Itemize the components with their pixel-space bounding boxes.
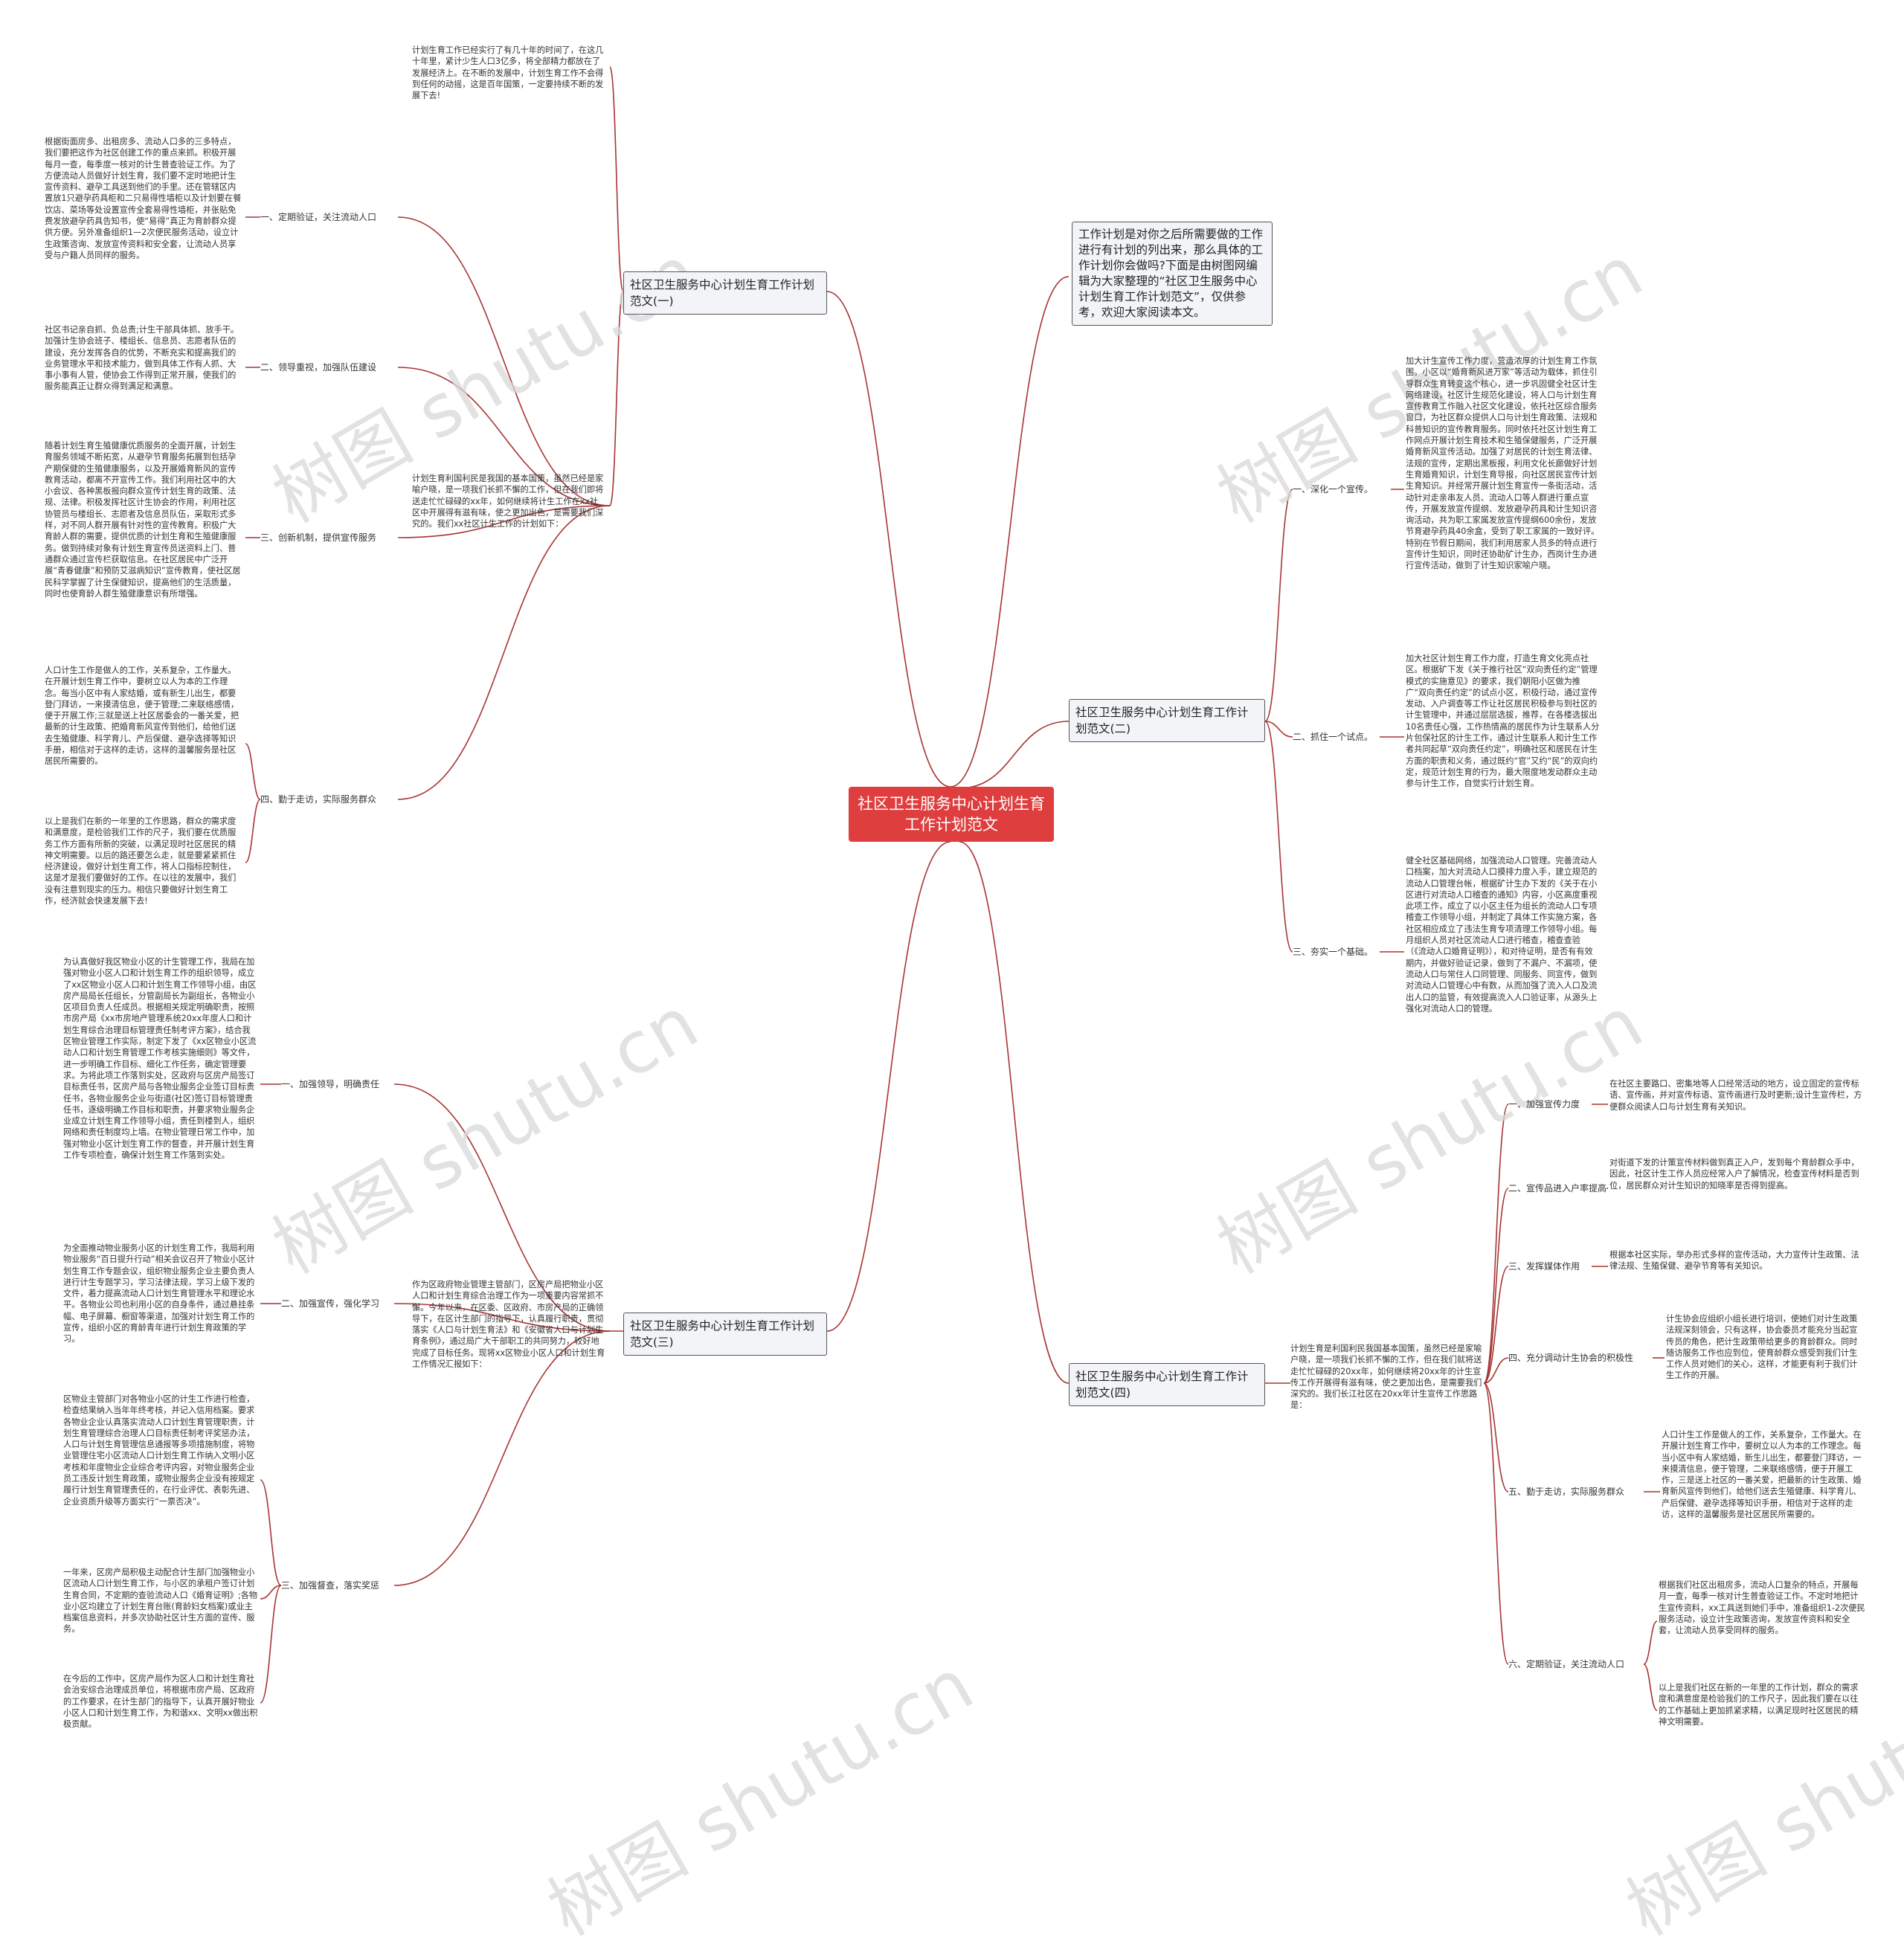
connector-root-branch-4 — [959, 841, 1070, 1384]
branch-2-item-3-label[interactable]: 三、夯实一个基础。 — [1293, 947, 1374, 957]
branch-1-item-2-label[interactable]: 二、领导重视，加强队伍建设 — [260, 362, 377, 373]
connector-branch-4-item-5 — [1483, 1382, 1509, 1492]
connector-branch-3-item-3-text-3 — [260, 1585, 282, 1704]
branch-4-item-5-label[interactable]: 五、勤于走访，实际服务群众 — [1508, 1487, 1625, 1497]
branch-1-item-4-label[interactable]: 四、勤于走访，实际服务群众 — [260, 794, 377, 805]
branch-4-item-6-text: 根据我们社区出租房多，流动人口复杂的特点，开展每月一查，每季一核对计生普查验证工… — [1659, 1580, 1865, 1636]
branch-4-item-5-text: 人口计生工作是做人的工作，关系复杂，工作量大。在开展计划生育工作中，要树立以人为… — [1662, 1430, 1862, 1520]
connector-branch-2-item-2 — [1264, 721, 1293, 738]
connector-branch-3-item-3-text-2 — [260, 1585, 282, 1600]
connector-branch-1-item-3 — [397, 505, 611, 538]
branch-2-item-1-label[interactable]: 一、深化一个宣传。 — [1293, 484, 1374, 495]
branch-4-item-2-label[interactable]: 二、宣传品进入户率提高 — [1508, 1183, 1607, 1194]
connector-branch-2-item-1 — [1264, 489, 1293, 722]
root-topic[interactable]: 社区卫生服务中心计划生育工作计划范文 — [849, 787, 1054, 842]
branch-3-lead-text: 作为区政府物业管理主管部门，区房产局把物业小区人口和计划生育综合治理工作为一项重… — [412, 1280, 605, 1370]
branch-4-lead-text: 计划生育是利国利民我国基本国策，虽然已经是家喻户晓，是一项我们长抓不懈的工作，但… — [1290, 1344, 1482, 1411]
connector-branch-4-item-6-text — [1643, 1620, 1658, 1665]
branch-4-item-4-text: 计生协会应组织小组长进行培训，使她们对计生政策法规深刻领会，只有这样，协会委员才… — [1666, 1314, 1858, 1381]
connector-branch-3-item-3 — [393, 1330, 611, 1586]
branch-2-item-2-text: 加大社区计划生育工作力度，打造生育文化亮点社区。根据矿下发《关于推行社区“双向责… — [1406, 654, 1600, 789]
branch-1-item-1-text: 根据街面房多、出租房多、流动人口多的三多特点，我们要把这作为社区创建工作的重点来… — [45, 137, 242, 260]
connector-branch-1-item-1 — [397, 216, 611, 506]
branch-2-item-1-text: 加大计生宣传工作力度，营造浓厚的计划生育工作氛围。小区以“婚育新风进万家”等活动… — [1406, 356, 1600, 571]
connector-branch-1-item-4-text-2 — [245, 799, 261, 863]
branch-1-item-4-text: 人口计生工作是做人的工作，关系复杂，工作量大。在开展计划生育工作中，要树立以人为… — [45, 666, 239, 767]
connector-branch-1-item-4-text — [245, 743, 261, 800]
connector-root-branch-3 — [826, 841, 951, 1332]
connector-branch-3-item-2 — [393, 1303, 611, 1332]
branch-1-top-text: 计划生育工作已经实行了有几十年的时间了，在这几十年里，紧计少生人口3亿多，将全部… — [412, 45, 604, 101]
connector-branch-3-item-1 — [393, 1083, 611, 1332]
connector-branch-4-item-4 — [1483, 1357, 1509, 1384]
branch-3-item-3-text-3: 在今后的工作中，区房产局作为区人口和计划生育社会治安综合治理成员单位，将根据市房… — [63, 1674, 258, 1730]
connector-branch-3-item-3-text — [260, 1479, 282, 1586]
connector-branch-4-item-1 — [1483, 1104, 1509, 1384]
branch-4-item-1-label[interactable]: 一、加强宣传力度 — [1508, 1099, 1580, 1109]
branch-4-item-6-text-2: 以上是我们社区在新的一年里的工作计划，群众的需求度和满意度是检验我们的工作尺子，… — [1659, 1683, 1859, 1727]
branch-4-item-1-text: 在社区主要路口、密集地等人口经常活动的地方，设立固定的宣传标语、宣传画，并对宣传… — [1609, 1079, 1862, 1112]
connector-branch-4-item-3 — [1483, 1266, 1509, 1384]
branch-1-title[interactable]: 社区卫生服务中心计划生育工作计划范文(一) — [623, 271, 827, 315]
connector-branch-2-item-3 — [1264, 721, 1293, 953]
connector-branch-1-top-text — [609, 66, 624, 292]
branch-4-item-4-label[interactable]: 四、充分调动计生协会的积极性 — [1508, 1353, 1634, 1363]
connector-branch-1-lead-text — [609, 291, 624, 506]
connector-branch-4-item-6-text-2 — [1643, 1663, 1658, 1711]
branch-3-item-3-text-2: 一年来，区房产局积极主动配合计生部门加强物业小区流动人口计划生育工作，与小区的承… — [63, 1568, 258, 1634]
branch-4-item-2-text: 对街道下发的计策宣传材料做到真正入户，发到每个育龄群众手中，因此，社区计生工作人… — [1609, 1158, 1859, 1191]
branch-1-item-1-label[interactable]: 一、定期验证，关注流动人口 — [260, 212, 377, 222]
mindmap-canvas: 树图 shutu.cn 树图 shutu.cn 树图 shutu.cn 树图 s… — [45, 45, 1904, 1952]
intro-node[interactable]: 工作计划是对你之后所需要做的工作进行有计划的列出来，那么具体的工作计划你会做吗?… — [1072, 222, 1273, 326]
branch-1-item-4-text-2: 以上是我们在新的一年里的工作思路，群众的需求度和满意度，是检验我们工作的尺子，我… — [45, 817, 237, 906]
branch-2-item-3-text: 健全社区基础网络，加强流动人口管理。完善流动人口档案，加大对流动人口摸排力度入手… — [1406, 856, 1598, 1014]
branch-1-item-3-text: 随着计划生育生殖健康优质服务的全面开展，计划生育服务领域不断拓宽，从避孕节育服务… — [45, 441, 241, 599]
branch-4-item-6-label[interactable]: 六、定期验证，关注流动人口 — [1508, 1659, 1625, 1669]
branch-4-item-3-label[interactable]: 三、发挥媒体作用 — [1508, 1261, 1580, 1272]
branch-3-title[interactable]: 社区卫生服务中心计划生育工作计划范文(三) — [623, 1313, 827, 1356]
branch-1-item-3-label[interactable]: 三、创新机制，提供宣传服务 — [260, 532, 377, 543]
branch-3-item-3-label[interactable]: 三、加强督查，落实奖惩 — [281, 1580, 380, 1591]
connector-root-branch-2 — [959, 721, 1070, 789]
connector-branch-1-item-4 — [397, 505, 611, 800]
connector-branch-1-item-2 — [397, 367, 611, 506]
branch-4-title[interactable]: 社区卫生服务中心计划生育工作计划范文(四) — [1069, 1363, 1265, 1406]
branch-3-item-2-text: 为全面推动物业服务小区的计划生育工作，我局利用物业服务“百日提升行动”相关会议召… — [63, 1243, 255, 1344]
connector-branch-4-item-6 — [1483, 1382, 1509, 1665]
connector-root-branch-1 — [826, 291, 951, 788]
branch-2-item-2-label[interactable]: 二、抓住一个试点。 — [1293, 732, 1374, 742]
branch-1-item-2-text: 社区书记亲自抓、负总责;计生干部具体抓、放手干。加强计生协会班子、楼组长、信息员… — [45, 325, 239, 392]
branch-3-item-2-label[interactable]: 二、加强宣传，强化学习 — [281, 1298, 380, 1309]
branch-4-item-3-text: 根据本社区实际，举办形式多样的宣传活动，大力宣传计生政策、法律法规、生殖保健、避… — [1609, 1250, 1859, 1272]
branch-3-item-3-text: 区物业主管部门对各物业小区的计生工作进行检查，检查结果纳入当年年终考核，并记入信… — [63, 1394, 255, 1507]
branch-3-item-1-label[interactable]: 一、加强领导，明确责任 — [281, 1079, 380, 1089]
connector-branch-4-item-2 — [1483, 1188, 1509, 1384]
connector-lines — [245, 66, 1665, 1711]
branch-2-title[interactable]: 社区卫生服务中心计划生育工作计划范文(二) — [1069, 699, 1265, 742]
connector-root-intro — [950, 276, 1070, 788]
branch-3-item-1-text: 为认真做好我区物业小区的计生管理工作，我局在加强对物业小区人口和计划生育工作的组… — [63, 957, 257, 1161]
branch-1-lead-text: 计划生育利国利民是我国的基本国策，虽然已经是家喻户晓，是一项我们长抓不懈的工作，… — [412, 474, 604, 529]
